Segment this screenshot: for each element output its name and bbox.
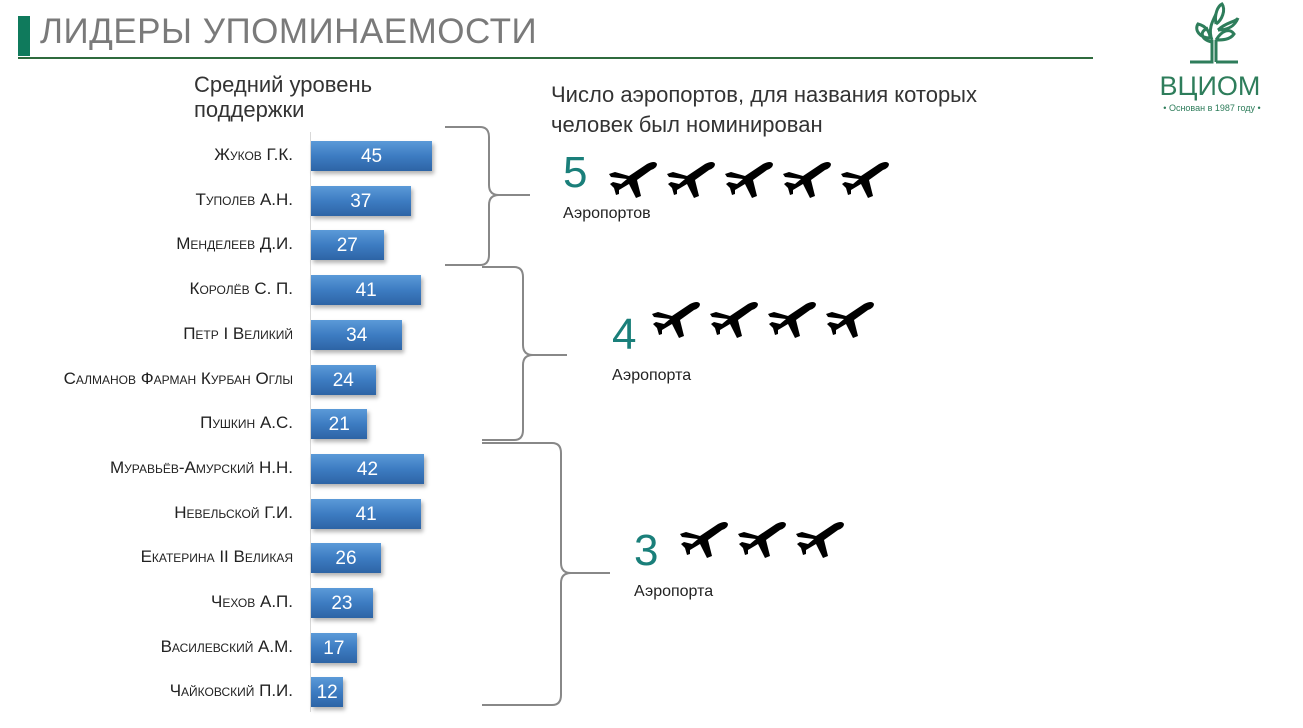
airplanes-row [678,520,846,565]
airplane-icon [781,160,833,205]
bracket-group-3 [482,442,610,706]
right-title-line2: человек был номинирован [551,112,823,137]
bar-value-label: 45 [360,146,383,167]
bar-value-label: 42 [356,458,379,480]
airplane-icon [678,520,730,565]
bar-value-label: 21 [328,414,350,436]
airplane-icon [794,520,846,565]
logo-tagline: • Основан в 1987 году • [1163,103,1260,113]
airplane-icon [839,160,891,205]
left-chart-title: Средний уровень поддержки [194,72,373,122]
bar: 21 [311,409,368,440]
bar: 34 [311,319,403,350]
category-label: Екатерина II Великая [140,547,293,567]
right-title-line1: Число аэропортов, для названия которых [551,82,977,107]
bar-value-label: 41 [355,280,377,302]
airplanes-row [607,160,891,205]
right-title: Число аэропортов, для названия которых ч… [551,80,977,140]
category-label: Туполев А.Н. [195,189,294,209]
title-divider [18,57,1093,59]
page-title: ЛИДЕРЫ УПОМИНАЕМОСТИ [40,12,538,51]
bar: 45 [311,141,433,171]
logo-name: ВЦИОМ [1160,71,1261,101]
category-label: Невельской Г.И. [174,502,293,522]
airplane-icon [736,520,788,565]
bar: 23 [311,588,373,618]
bar-value-label: 34 [346,324,368,346]
bar: 42 [311,453,424,484]
category-label: Муравьёв-Амурский Н.Н. [110,457,293,477]
bar: 24 [311,364,376,395]
bracket-group-5 [445,126,530,266]
bar: 41 [311,275,422,306]
airplane-icon [708,300,760,345]
category-label: Василевский А.М. [160,636,293,656]
bar-value-label: 26 [335,548,357,570]
airplane-icon [723,160,775,205]
airport-count: 5 [563,148,588,197]
airplane-icon [650,300,702,345]
airplane-icon [665,160,717,205]
tree-icon: ВЦИОМ • Основан в 1987 году • [1160,2,1261,113]
bar-value-label: 23 [331,593,353,614]
airport-count: 3 [634,526,659,575]
bracket-group-4 [482,266,567,441]
category-label: Жуков Г.К. [214,145,293,164]
category-label: Чайковский П.И. [169,681,293,701]
bar-value-label: 24 [332,369,354,391]
bar: 41 [311,498,422,529]
category-label: Пушкин А.С. [200,413,293,433]
category-label: Королёв С. П. [189,279,293,299]
airplane-icon [607,160,659,205]
bar-value-label: 37 [350,190,372,212]
bar-value-label: 12 [316,682,338,704]
title-accent-bar [18,16,30,56]
airplanes-row [650,300,876,345]
airplane-icon [766,300,818,345]
bar-value-label: 17 [323,637,345,659]
category-label: Петр I Великий [183,323,293,343]
airplane-icon [824,300,876,345]
bar-value-label: 41 [355,503,377,525]
airport-unit-label: Аэропорта [634,583,714,600]
airport-count: 4 [612,310,637,359]
category-label: Салманов Фарман Курбан Оглы [63,368,293,388]
category-label: Менделеев Д.И. [176,234,293,254]
bar: 26 [311,543,381,574]
chart-axis [310,132,311,712]
bar: 17 [311,632,357,663]
bar: 12 [311,677,344,708]
category-label: Чехов А.П. [210,592,293,611]
vciom-logo: ВЦИОМ • Основан в 1987 году • [1150,0,1300,120]
bar: 27 [311,230,384,261]
airport-unit-label: Аэропорта [612,367,692,384]
bar-value-label: 27 [336,235,358,257]
bar: 37 [311,185,411,216]
airport-unit-label: Аэропортов [563,205,651,222]
